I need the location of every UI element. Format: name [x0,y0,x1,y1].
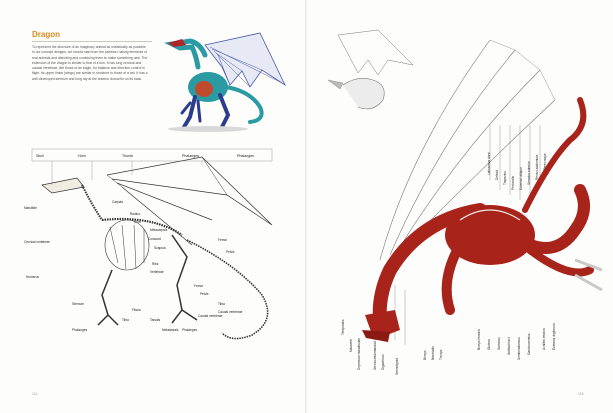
muscle-label-triceps: Triceps [439,349,443,360]
page-gutter [305,0,307,413]
label-pelvis: Pelvis [226,250,235,254]
label-phalanges-top-2: Phalanges [237,154,254,158]
muscle-label-achilles: Achilles tendon [542,328,546,350]
body-paragraph-text: To represent the structure of an imagina… [32,45,148,82]
label-mandible: Mandible [24,206,37,210]
label-fibula: Fibula [132,308,141,312]
label-coracoid: Coracoid [148,237,161,241]
muscle-dragon-illustration: Temporalis Masseter Depressor mandibulae… [340,30,605,385]
page-heading: Dragon [32,30,60,39]
label-ulna: Ulna [134,220,141,224]
label-caudal-vertebrae-mid: Caudal vertebrae [198,314,223,318]
label-femur: Femur [218,238,228,242]
muscle-label-sartorius: Sartorius [497,337,501,350]
muscle-label-teres: Teres major [543,152,547,170]
label-metatarsals: Metatarsals [162,328,179,332]
muscle-label-gluteus: Gluteus [487,339,491,350]
muscle-label-gastrocnemius: Gastrocnemius [527,333,531,355]
heading-rule [32,41,152,42]
muscle-label-pectoralis: Pectoralis [511,176,515,190]
muscle-label-sternohyoid: Sternohyoid [395,358,399,375]
muscle-label-serratus: Serratus anterior [527,160,531,185]
muscle-label-masseter: Masseter [349,338,353,352]
label-phalanges-left: Phalanges [72,328,87,332]
label-phalanges-top: Phalanges [182,154,199,158]
muscle-label-extensor: Extensor digitorum [552,323,556,350]
muscle-label-digastricus: Digastricus [381,354,385,370]
label-metacarpals: Metacarpals [150,228,168,232]
label-radius: Radius [130,212,140,216]
muscle-label-temporalis: Temporalis [341,319,345,335]
label-tarsals: Tarsals [150,318,161,322]
muscle-label-deltoid: Deltoid [495,170,499,180]
muscle-label-external-oblique: External oblique [519,167,523,190]
label-scapula: Scapula [154,246,166,250]
label-femur-mid: Femur [194,284,204,288]
label-horn: Horn [78,154,86,158]
page-number-left: 114 [32,392,38,396]
muscle-label-rectus: Rectus abdominis [535,154,539,180]
label-humerus: Humerus [26,275,39,279]
muscle-label-brachialis: Brachialis [431,346,435,360]
label-skull: Skull [36,154,44,158]
label-pelvis-mid: Pelvis [200,292,209,296]
label-cervical-vertebrae: Cervical vertebrae [24,240,50,244]
muscle-label-trapezius: Trapezius [503,171,507,185]
label-ribs: Ribs [152,262,159,266]
muscle-label-sternocleidomastoid: Sternocleidomastoid [373,341,377,370]
muscle-label-depressor: Depressor mandibulae [357,338,361,370]
muscle-label-semitendinosus: Semitendinosus [517,337,521,360]
label-tibia-mid: Tibia [122,318,129,322]
label-thumb: Thumb [122,154,133,158]
label-caudal-vertebrae: Caudal vertebrae [218,310,243,314]
label-tibia: Tibia [218,302,225,306]
muscle-label-latissimus: Latissimus dorsi [487,152,491,175]
label-carpals: Carpals [112,200,123,204]
page-number-right: 115 [578,392,584,396]
label-vertebrae: Vertebrae [150,270,164,274]
colored-dragon-illustration [150,25,290,140]
muscle-label-biceps: Biceps [423,350,427,360]
label-phalanges-mid: Phalanges [182,328,197,332]
muscle-label-iliotibial: Iliotibial tract [507,337,511,355]
muscle-label-biceps-femoris: Biceps femoris [477,329,481,350]
body-paragraph: To represent the structure of an imagina… [32,45,148,82]
label-sternum: Sternum [72,302,84,306]
skeleton-diagram: Skull Horn Thumb Phalanges Phalanges Man… [22,145,302,345]
